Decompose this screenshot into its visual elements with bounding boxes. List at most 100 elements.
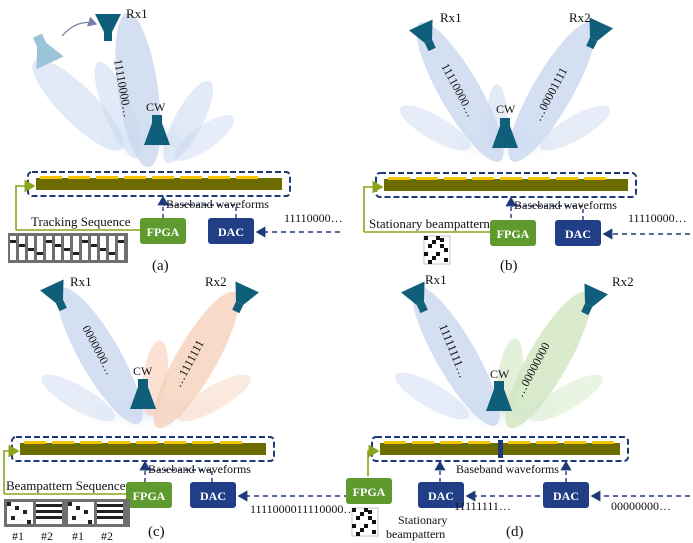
phased-array: [20, 443, 266, 455]
phased-array: [36, 178, 282, 190]
rx1-label: Rx1: [126, 6, 148, 21]
rx1-label: Rx1: [425, 272, 447, 287]
cw-label: CW: [496, 102, 516, 116]
array-elements: [388, 177, 606, 180]
fpga-label: FPGA: [353, 485, 386, 499]
feedback-line: [363, 180, 384, 232]
feedback-line: [15, 179, 36, 230]
seq-id: #2: [101, 529, 113, 543]
beam-lobe: [41, 374, 115, 422]
receiver-rx1-icon: [408, 19, 436, 52]
receiver-rx2-icon: [232, 281, 260, 314]
rx1-label: Rx1: [440, 10, 462, 25]
beam-lobe: [163, 80, 213, 164]
input-bits: 11110000…: [284, 211, 343, 225]
stationary-label-line1: Stationary: [398, 513, 447, 527]
fpga-label: FPGA: [133, 489, 166, 503]
fpga-box: [140, 218, 186, 244]
feedback-line: [3, 444, 20, 494]
dac-label: DAC: [565, 227, 591, 241]
panel-c: Rx1 Rx2 0000000… …1111111 CW Baseband wa…: [3, 274, 358, 543]
beam-lobe: [177, 374, 251, 422]
panel-b-label: (b): [500, 258, 518, 274]
main-beam-2: [153, 291, 239, 429]
panel-d: Rx1 Rx2 11111111… …00000000 CW Baseband …: [346, 272, 690, 541]
dac-box: [208, 218, 254, 244]
array-dashed-box: [371, 436, 629, 462]
cw-source-icon: [130, 379, 156, 409]
tracking-sequence-matrix: [8, 233, 128, 263]
baseband-label: Baseband waveforms: [456, 462, 559, 476]
stationary-beampattern-matrix: [423, 235, 451, 265]
seq-id: #2: [41, 529, 53, 543]
panel-a: Rx1 11110000… CW Baseband waveforms Trac…: [8, 6, 343, 274]
dac-box-1: [418, 482, 464, 508]
array-elements: [24, 441, 242, 444]
cw-label: CW: [146, 100, 166, 114]
motion-arrow: [61, 16, 98, 37]
input2-bits: 00000000…: [611, 499, 671, 513]
panel-a-label: (a): [152, 258, 169, 274]
dac-label: DAC: [428, 489, 454, 503]
baseband-label: Baseband waveforms: [166, 197, 269, 211]
seq-id: #1: [72, 529, 84, 543]
dac-label: DAC: [218, 225, 244, 239]
cw-label: CW: [133, 364, 153, 378]
baseband-label: Baseband waveforms: [514, 198, 617, 212]
beam-lobe: [395, 372, 469, 420]
panel-d-label: (d): [506, 524, 524, 540]
panel-b: Rx1 Rx2 11110000… …00001111 CW Baseband …: [363, 10, 690, 274]
beam-lobe: [529, 374, 603, 422]
dac-box-2: [543, 482, 589, 508]
beampattern-sequence-matrix: [4, 499, 130, 527]
beam-lobe: [399, 105, 471, 151]
rx2-label: Rx2: [612, 274, 634, 289]
beam-lobe: [32, 59, 124, 151]
main-beam-1: [57, 287, 143, 425]
cw-source-icon: [144, 115, 170, 145]
cw-label: CW: [490, 367, 510, 381]
phased-array: [384, 179, 628, 191]
sequence-label: Beampattern Sequence: [6, 478, 126, 493]
receiver-rx2-icon: [581, 283, 609, 316]
subarray-divider: [498, 440, 503, 458]
array-elements: [384, 441, 614, 444]
cw-source-icon: [486, 381, 512, 411]
receiver-previous-icon: [32, 33, 64, 70]
feedback-line: [367, 444, 380, 476]
panel-c-label: (c): [148, 524, 165, 540]
dac-label: DAC: [553, 489, 579, 503]
baseband-label: Baseband waveforms: [148, 462, 251, 476]
main-beam-1: [412, 286, 500, 426]
input1-bits: 11111111…: [454, 499, 511, 513]
fpga-box: [126, 482, 172, 508]
seq-id: #1: [12, 529, 24, 543]
stationary-beampattern-matrix: [351, 507, 379, 537]
receiver-rx1-icon: [39, 279, 67, 312]
fpga-label: FPGA: [497, 227, 530, 241]
fpga-label: FPGA: [147, 225, 180, 239]
input-bits: 11110000…: [628, 211, 687, 225]
receiver-rx1-icon: [400, 281, 428, 314]
receiver-rx1-icon: [95, 14, 121, 41]
dac-box: [190, 482, 236, 508]
dac-box: [555, 220, 601, 246]
main-beam-2: [505, 291, 591, 429]
array-elements: [40, 176, 258, 179]
stationary-label-line2: beampattern: [386, 527, 445, 541]
dac-label: DAC: [200, 489, 226, 503]
main-beam: [115, 12, 161, 168]
sequence-label: Tracking Sequence: [31, 214, 131, 229]
baseband-line: [511, 205, 584, 220]
receiver-rx2-icon: [586, 17, 614, 50]
input-bits: 1111000011110000…: [250, 502, 355, 516]
fpga-box: [490, 220, 536, 246]
fpga-box: [346, 478, 392, 504]
cw-source-icon: [492, 118, 518, 148]
beam-lobe: [173, 115, 235, 161]
beam-lobe: [539, 105, 611, 151]
rx1-label: Rx1: [70, 274, 92, 289]
sequence-label: Stationary beampattern: [369, 216, 490, 231]
main-beam-1: [416, 21, 504, 162]
